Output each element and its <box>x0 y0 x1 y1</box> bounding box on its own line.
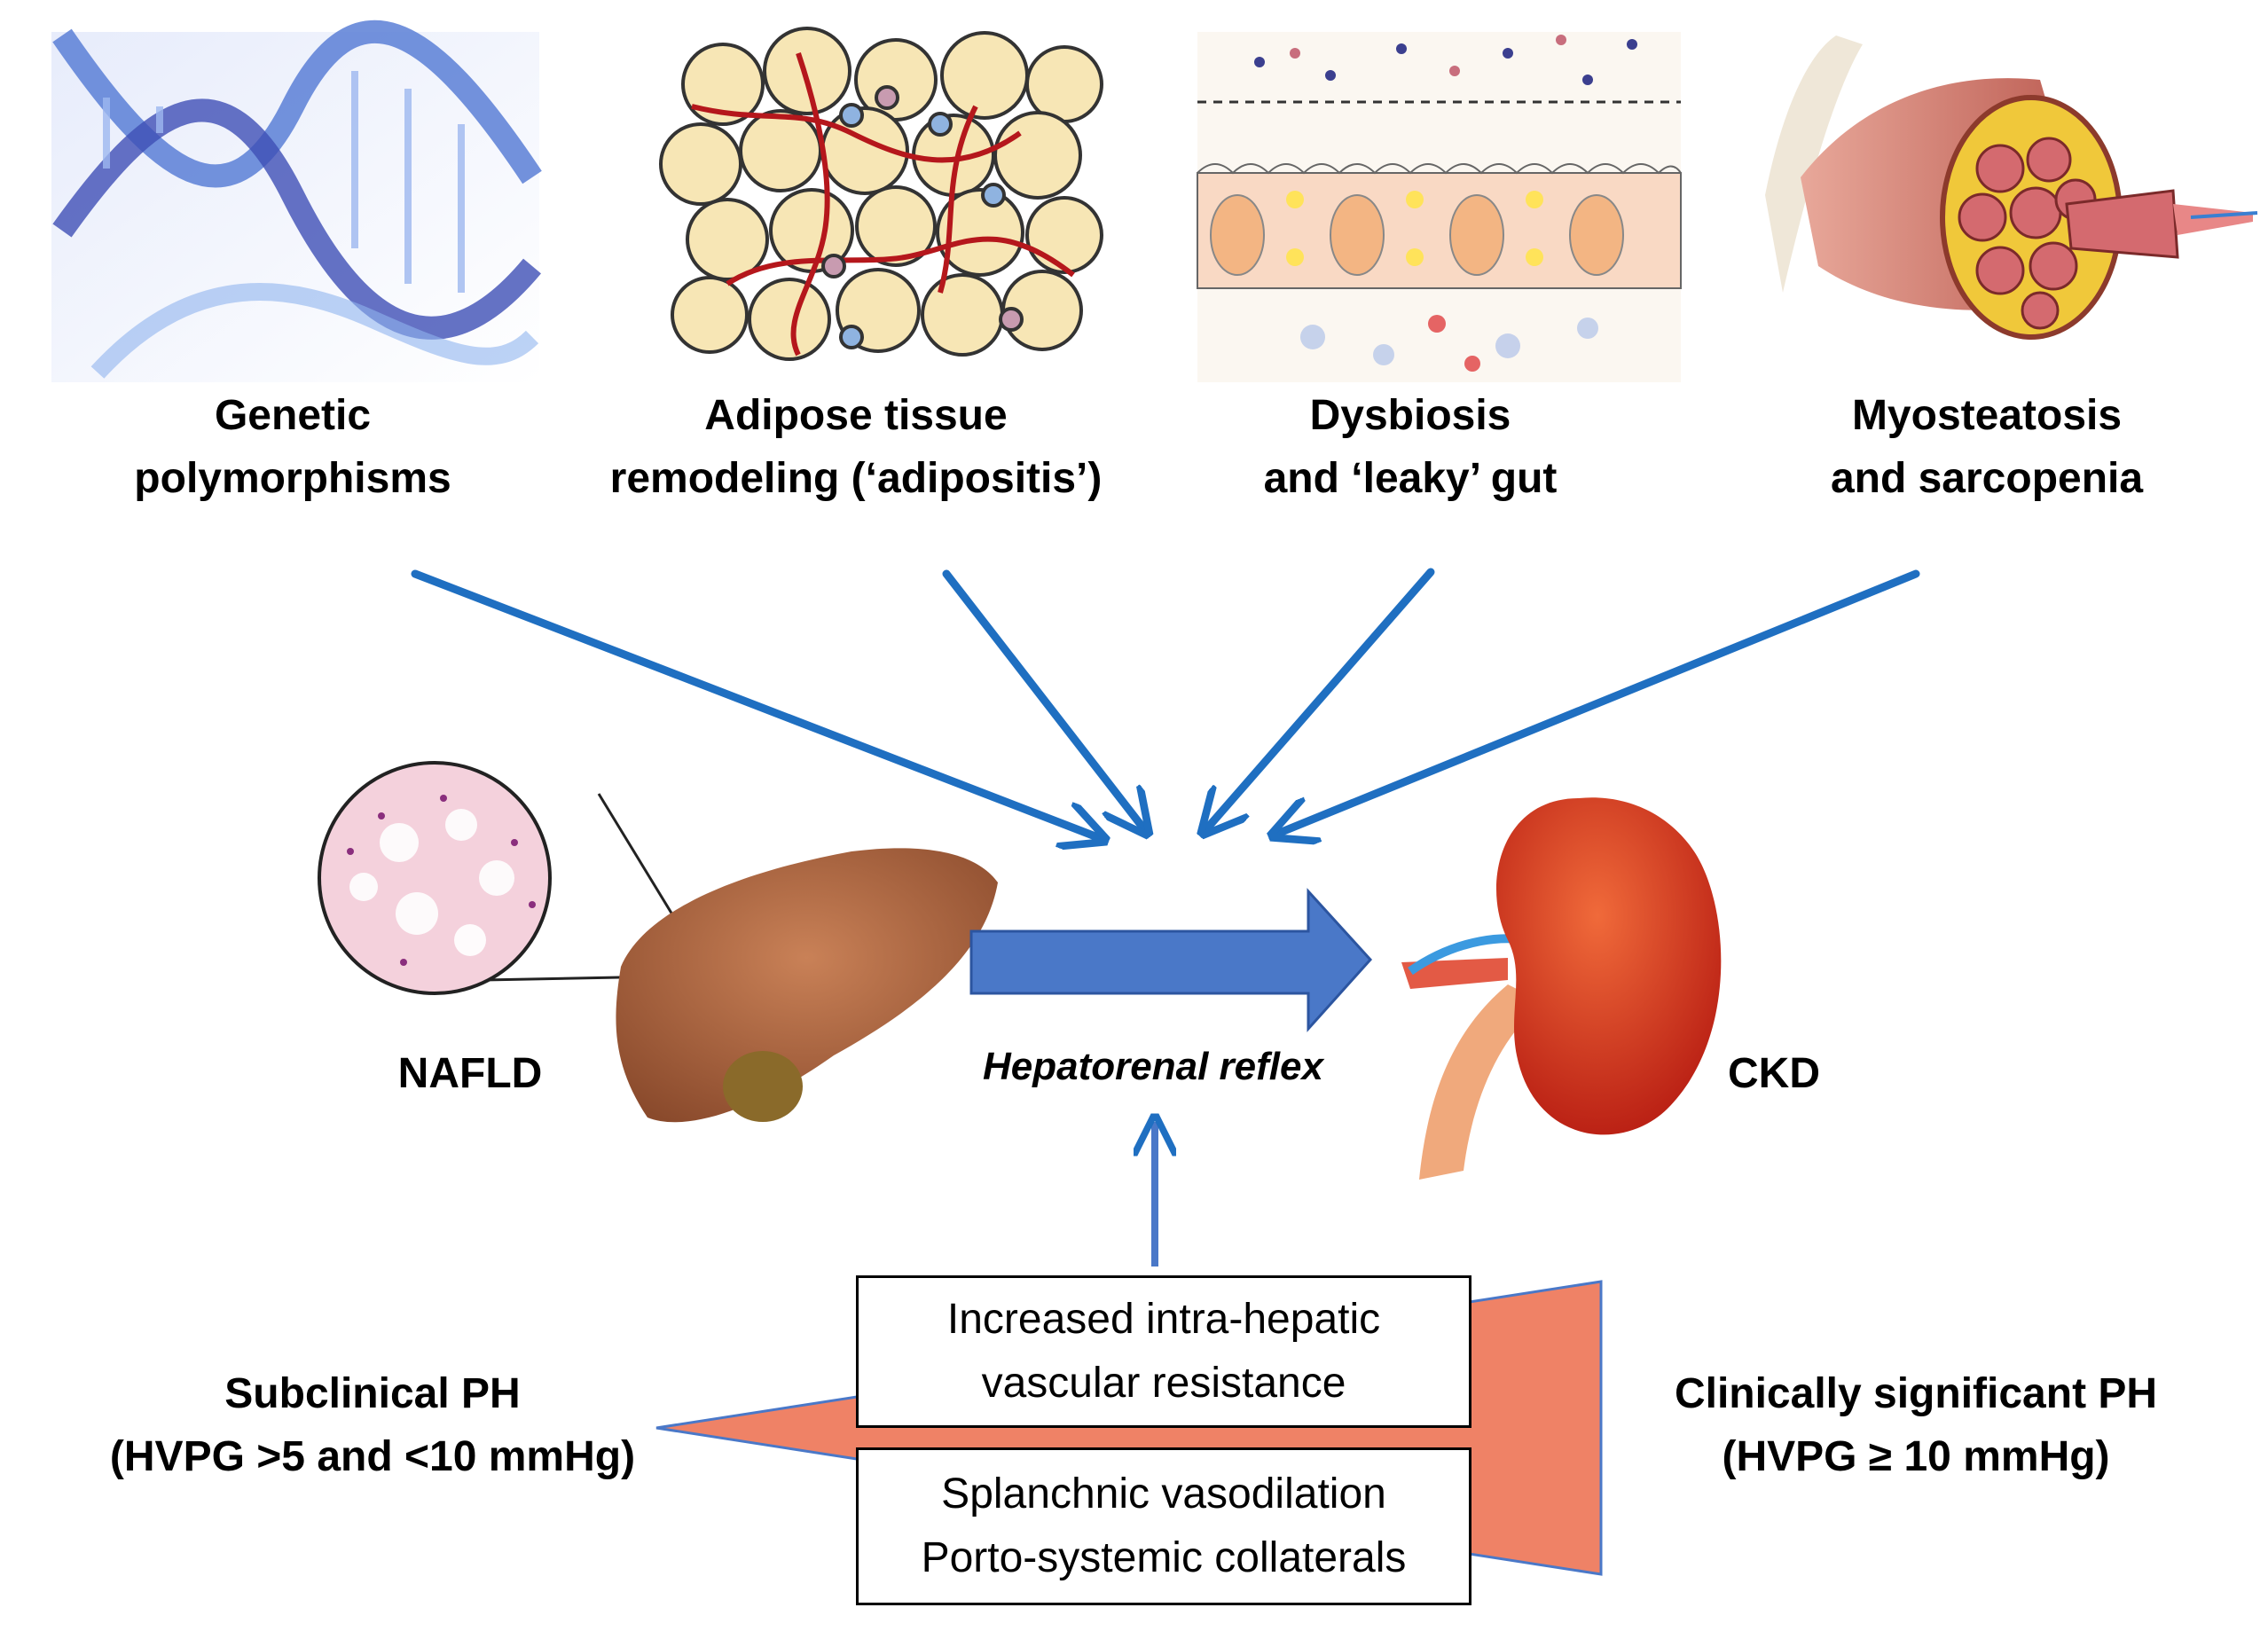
factor-adipose-label: Adipose tissue remodeling (‘adipositis’) <box>581 384 1131 510</box>
factor-genetic-label: Genetic polymorphisms <box>98 384 488 510</box>
significant-ph-label: Clinically significant PH (HVPG ≥ 10 mmH… <box>1632 1362 2200 1488</box>
gut-illustration <box>1197 32 1682 382</box>
factor-genetic-line1: Genetic <box>214 392 372 439</box>
factor-adipose-line2: remodeling (‘adipositis’) <box>609 455 1103 502</box>
intrahepatic-resistance-line2: vascular resistance <box>981 1360 1346 1407</box>
portosystemic-collaterals-line: Porto-systemic collaterals <box>921 1534 1407 1581</box>
nafld-label: NAFLD <box>397 1050 543 1097</box>
hepatorenal-reflex-label: Hepatorenal reflex <box>983 1045 1323 1088</box>
converging-arrows <box>411 568 1920 838</box>
ckd-label: CKD <box>1728 1050 1820 1097</box>
dna-helix-illustration <box>51 20 542 382</box>
splanchnic-collaterals-box: Splanchnic vasodilation Porto-systemic c… <box>856 1447 1471 1605</box>
factor-gut-label: Dysbiosis and ‘leaky’ gut <box>1215 384 1605 510</box>
factor-muscle-line1: Myosteatosis <box>1851 392 2123 439</box>
factor-muscle-line2: and sarcopenia <box>1830 455 2144 502</box>
muscle-illustration <box>1765 35 2258 340</box>
subclinical-ph-line1: Subclinical PH <box>224 1370 521 1417</box>
factor-genetic-line2: polymorphisms <box>134 455 451 502</box>
factor-muscle-label: Myosteatosis and sarcopenia <box>1792 384 2182 510</box>
adipose-tissue-illustration <box>659 27 1103 361</box>
intrahepatic-resistance-line1: Increased intra-hepatic <box>946 1296 1381 1343</box>
hepatorenal-big-arrow <box>969 888 1373 1032</box>
kidney-illustration <box>1401 797 1722 1180</box>
factor-adipose-line1: Adipose tissue <box>704 392 1008 439</box>
intrahepatic-resistance-box: Increased intra-hepatic vascular resista… <box>856 1275 1471 1428</box>
subclinical-ph-label: Subclinical PH (HVPG >5 and <10 mmHg) <box>71 1362 674 1488</box>
significant-ph-line2: (HVPG ≥ 10 mmHg) <box>1722 1433 2110 1480</box>
significant-ph-line1: Clinically significant PH <box>1674 1370 2158 1417</box>
factor-gut-line2: and ‘leaky’ gut <box>1263 455 1558 502</box>
splanchnic-vasodilation-line: Splanchnic vasodilation <box>941 1470 1386 1517</box>
factor-gut-line1: Dysbiosis <box>1309 392 1511 439</box>
subclinical-ph-line2: (HVPG >5 and <10 mmHg) <box>109 1433 636 1480</box>
liver-illustration <box>318 761 998 1123</box>
